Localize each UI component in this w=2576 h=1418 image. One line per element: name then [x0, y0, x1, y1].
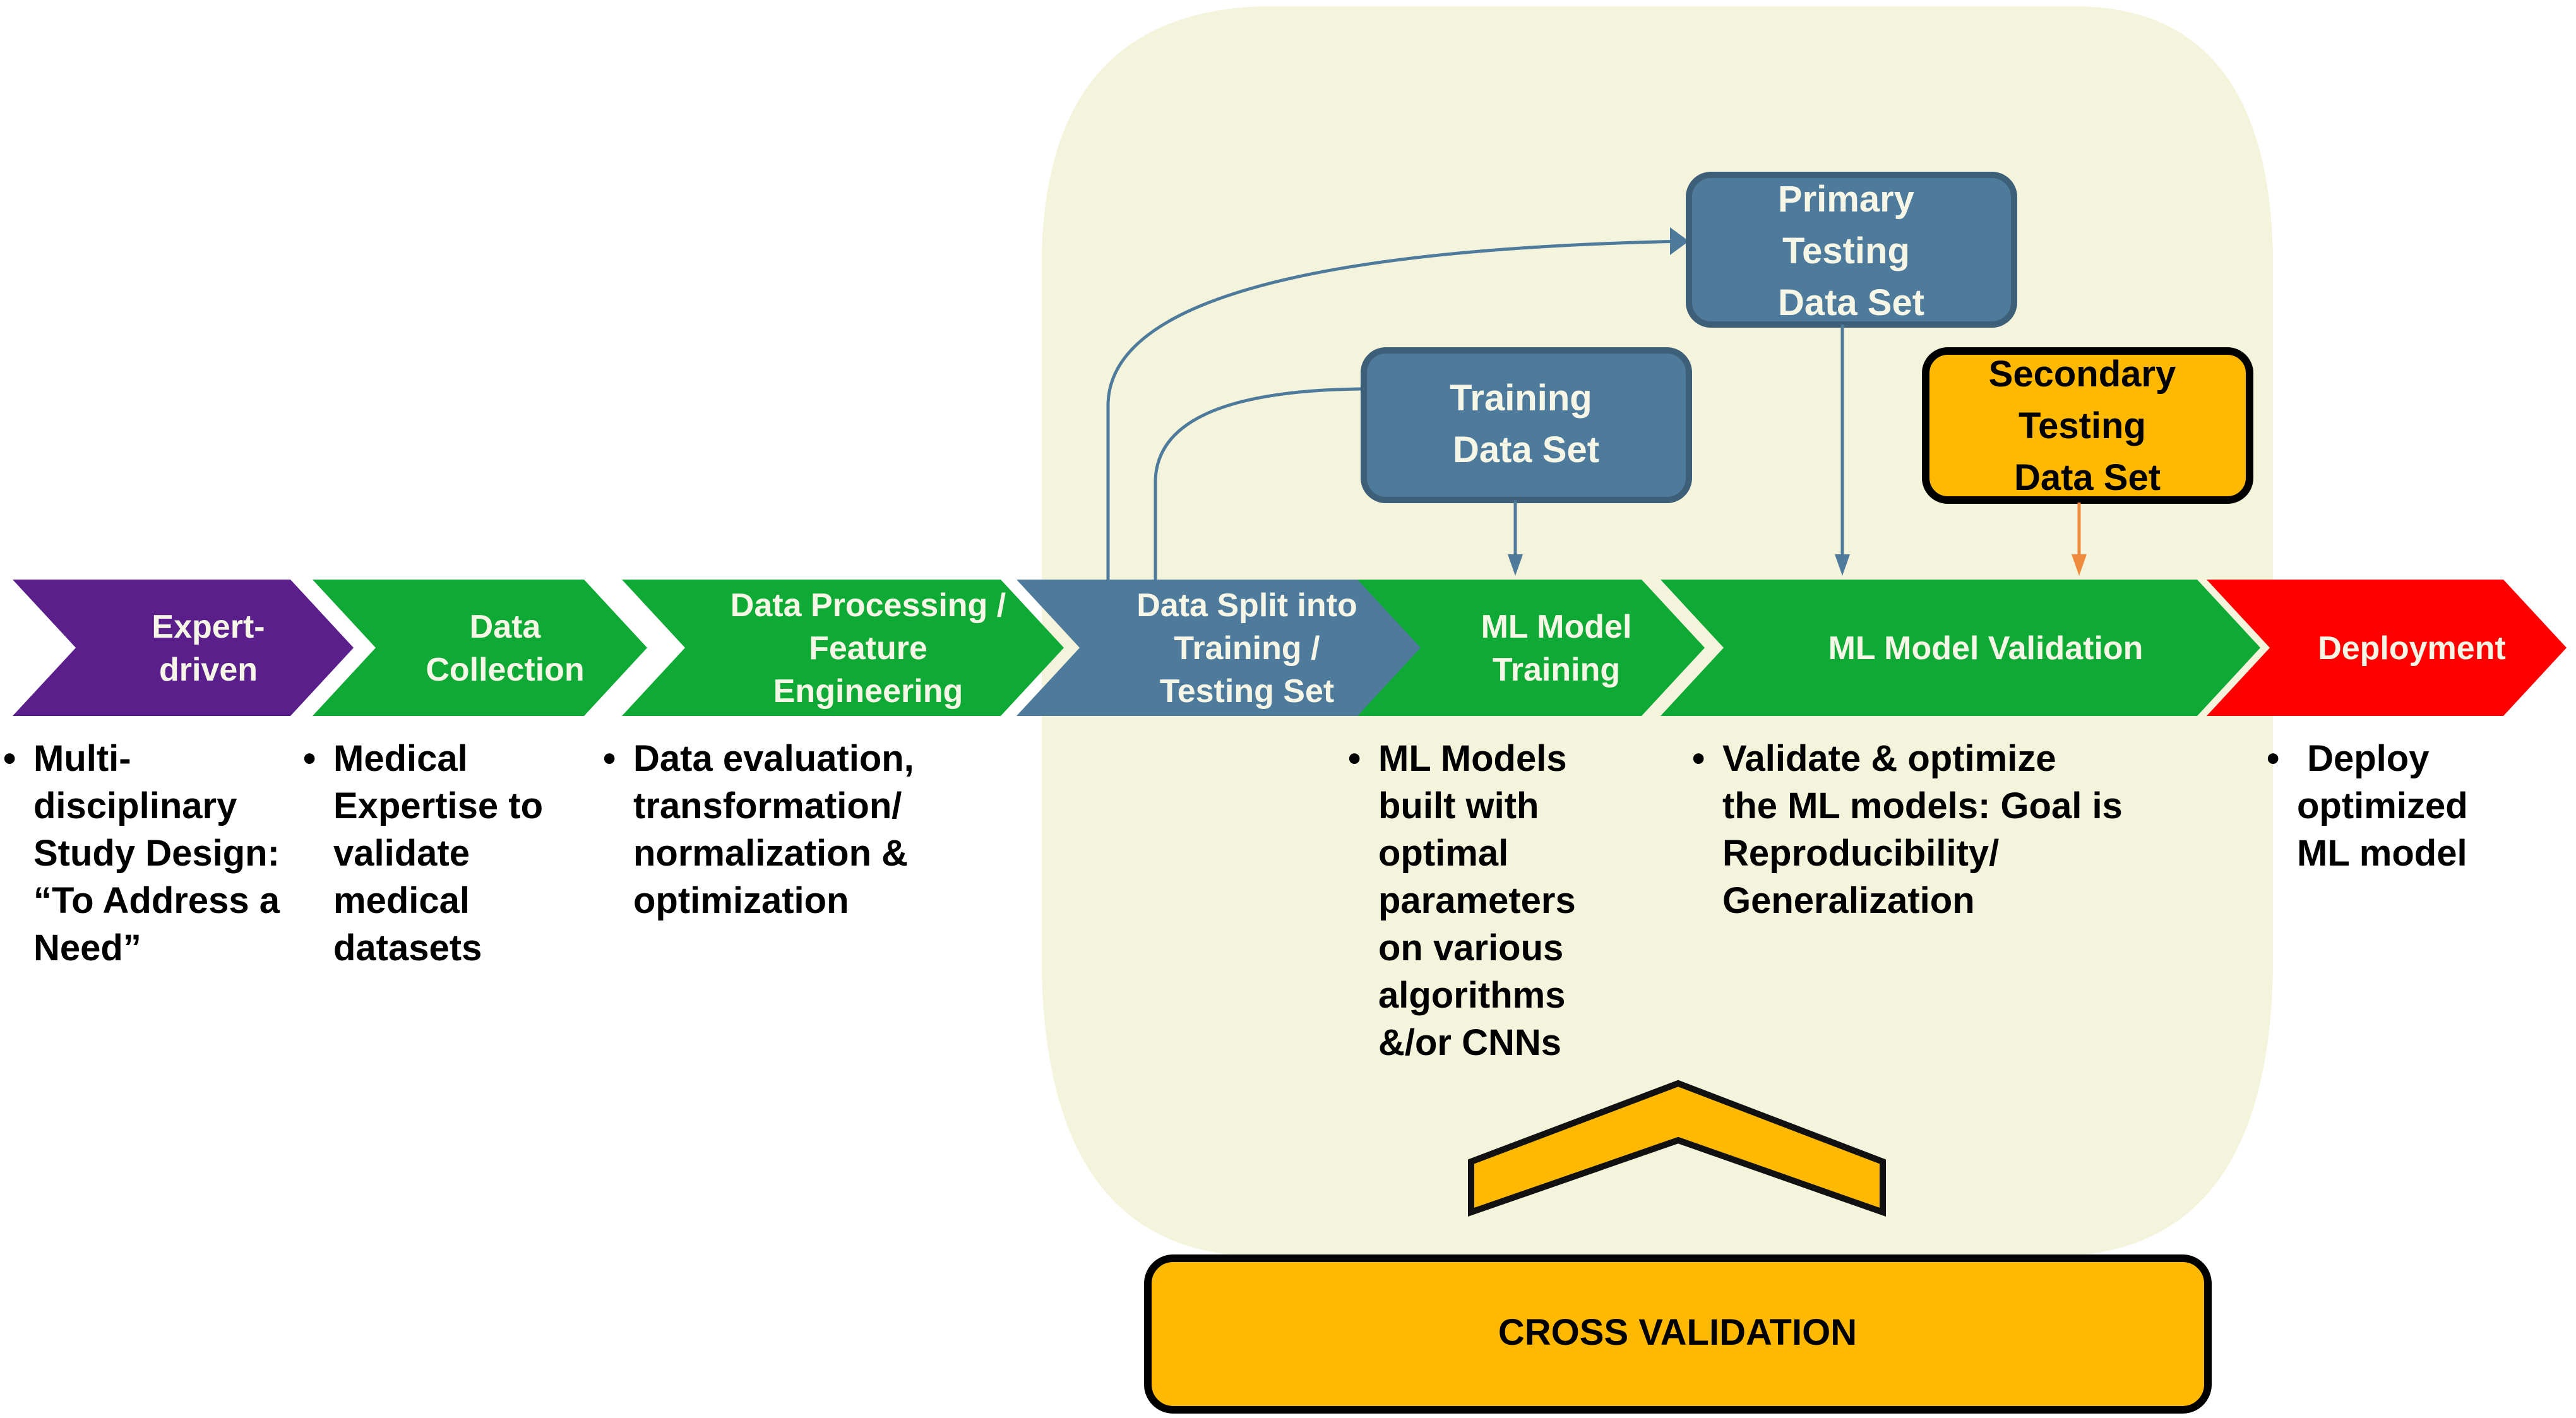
- chevron-label-line: Data Processing /: [730, 587, 1006, 624]
- bullet-line: &/or CNNs: [1378, 1022, 1562, 1063]
- chevron-shape-data-processing: [622, 580, 1064, 716]
- chevron-label-line: Data Split into: [1136, 587, 1357, 624]
- bullet-line: Generalization: [1722, 880, 1975, 921]
- bullet-line: medical: [333, 880, 470, 921]
- cross-validation-up-arrow: [1468, 1080, 1886, 1217]
- bullet-line: on various: [1378, 927, 1564, 968]
- bullet-line: optimization: [633, 880, 849, 921]
- primary-testing-data-set-box: Primary Testing Data Set: [1686, 172, 2017, 328]
- bullet-line: Multi-: [33, 738, 131, 779]
- bullet-data-processing: Data evaluation, transformation/normaliza…: [603, 735, 957, 924]
- chevron-deployment: Deployment: [2207, 580, 2567, 716]
- cross-validation-label: CROSS VALIDATION: [1498, 1312, 1857, 1353]
- bullet-line: ML Models: [1378, 738, 1567, 779]
- bullet-line: Reproducibility/: [1722, 833, 2000, 874]
- svg-text:Secondary Testing: Secondary Testing Data Set: [1989, 354, 2186, 498]
- bullet-line: Expertise to: [333, 785, 543, 826]
- cross-validation-box: CROSS VALIDATION: [1144, 1254, 2212, 1414]
- bullet-line: Medical: [333, 738, 468, 779]
- bullet-line: algorithms: [1378, 975, 1566, 1016]
- bullet-line: “To Address a: [33, 880, 280, 921]
- svg-text:Training Data Set: Training Data Set: [1450, 378, 1602, 470]
- bullet-deployment: Deploy optimized ML model: [2267, 735, 2544, 877]
- chevron-label-line: ML Model: [1481, 609, 1632, 645]
- bullet-line: normalization &: [633, 833, 909, 874]
- training-data-set-box: Training Data Set: [1361, 347, 1692, 503]
- chevron-shape-ml-model-training: [1357, 580, 1705, 716]
- chevron-label-line: Engineering: [773, 673, 963, 710]
- chevron-shape-deployment: [2207, 580, 2567, 716]
- arrowhead-primary: [1670, 227, 1689, 255]
- chevron-label-line: Deployment: [2318, 630, 2506, 667]
- bullet-line: optimized: [2297, 785, 2468, 826]
- split-to-training-arrow: [1154, 387, 1361, 580]
- arrowhead-primary-down: [1835, 554, 1850, 576]
- primary-line-3: Data Set: [1778, 282, 1924, 323]
- chevron-label-expert-driven: Expert-driven: [152, 609, 265, 688]
- bullet-item: Deploy optimized ML model: [2267, 735, 2544, 877]
- chevron-label-line: Data: [470, 609, 542, 645]
- secondary-line-1: Secondary: [1989, 354, 2176, 395]
- bullet-line: built with: [1378, 785, 1539, 826]
- secondary-testing-data-set-box: Secondary Testing Data Set: [1922, 347, 2253, 504]
- chevron-expert-driven: Expert-driven: [13, 580, 354, 716]
- secondary-line-3: Data Set: [2014, 457, 2161, 498]
- chevron-shape-data-split: [1017, 580, 1427, 716]
- chevron-label-ml-model-validation: ML Model Validation: [1828, 630, 2144, 667]
- bullet-line: validate: [333, 833, 470, 874]
- bullet-line: transformation/: [633, 785, 902, 826]
- bullet-item: Validate & optimize the ML models: Goal i…: [1692, 735, 2147, 924]
- bullet-line: Deploy: [2297, 738, 2430, 779]
- chevron-shape-data-collection: [313, 580, 647, 716]
- bullet-line: disciplinary: [33, 785, 237, 826]
- primary-line-1: Primary: [1778, 179, 1914, 220]
- bullet-line: parameters: [1378, 880, 1576, 921]
- chevron-label-deployment: Deployment: [2318, 630, 2506, 667]
- bullet-line: Validate & optimize: [1722, 738, 2056, 779]
- bullet-line: ML model: [2297, 833, 2467, 874]
- chevron-label-line: Training: [1493, 652, 1620, 688]
- chevron-shape-ml-model-validation: [1661, 580, 2260, 716]
- secondary-line-2: Testing: [2018, 405, 2146, 446]
- training-line-2: Data Set: [1453, 429, 1599, 470]
- bullet-item: Data evaluation, transformation/normaliza…: [603, 735, 957, 924]
- arrowhead-secondary-down: [2072, 554, 2087, 576]
- chevron-label-line: driven: [159, 652, 258, 688]
- bullet-line: Data evaluation,: [633, 738, 914, 779]
- chevron-shape-expert-driven: [13, 580, 354, 716]
- bullet-line: optimal: [1378, 833, 1509, 874]
- chevron-label-line: Testing Set: [1160, 673, 1334, 710]
- svg-text:Primary Testing Da: Primary Testing Data Set: [1778, 179, 1924, 323]
- bullet-ml-model-training: ML Models built with optimal parameters on v…: [1348, 735, 1664, 1066]
- arrowhead-training-down: [1508, 554, 1523, 576]
- chevron-ml-model-validation: ML Model Validation: [1661, 580, 2260, 716]
- chevron-label-line: Training /: [1174, 630, 1320, 667]
- bullet-line: Study Design:: [33, 833, 280, 874]
- chevron-label-line: ML Model Validation: [1828, 630, 2144, 667]
- bullet-item: ML Models built with optimal parameters on v…: [1348, 735, 1664, 1066]
- chevron-label-line: Collection: [426, 652, 584, 688]
- bullet-ml-model-validation: Validate & optimize the ML models: Goal i…: [1692, 735, 2147, 924]
- bullet-line: datasets: [333, 927, 482, 968]
- bullet-line: Need”: [33, 927, 141, 968]
- bullet-line: the ML models: Goal is: [1722, 785, 2123, 826]
- chevron-label-line: Feature: [809, 630, 927, 667]
- split-to-primary-arrow: [1106, 238, 1687, 580]
- primary-line-2: Testing: [1782, 230, 1910, 271]
- training-line-1: Training: [1450, 378, 1592, 419]
- chevron-label-line: Expert-: [152, 609, 265, 645]
